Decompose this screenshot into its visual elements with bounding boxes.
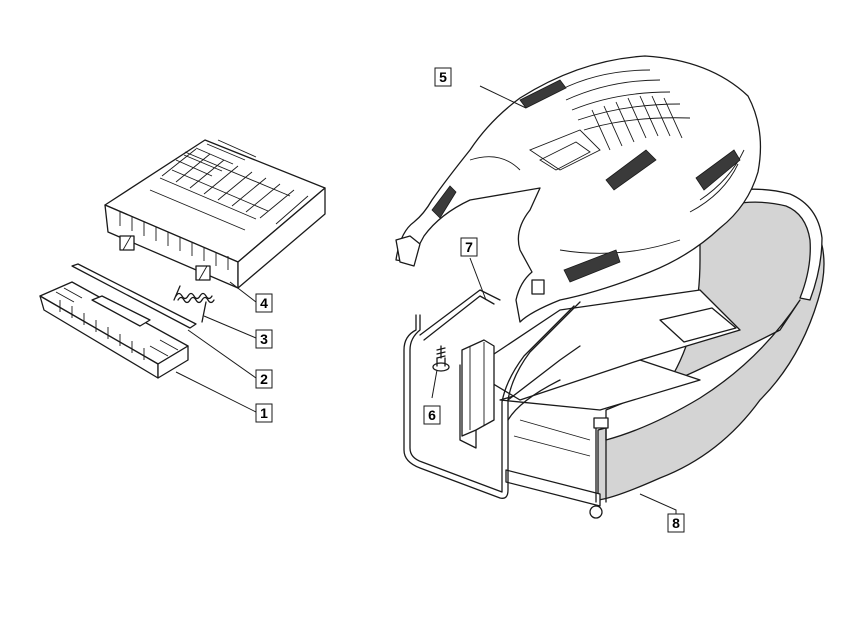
callout-6-label: 6 (428, 407, 436, 423)
part-3-spring (173, 285, 215, 323)
callout-6: 6 (423, 405, 441, 425)
leader-7 (469, 257, 487, 301)
part-2-rod (71, 263, 197, 329)
callout-4-label: 4 (260, 295, 268, 311)
leader-5 (479, 85, 527, 109)
callout-8-label: 8 (672, 515, 680, 531)
leader-2 (187, 329, 257, 379)
leader-3 (203, 315, 257, 339)
callout-1: 1 (255, 403, 273, 423)
callout-7: 7 (460, 237, 478, 257)
callout-4: 4 (255, 293, 273, 313)
leader-4 (229, 281, 257, 303)
part-8-grass-bag (469, 188, 825, 519)
part-7-frame (403, 289, 581, 499)
leader-1 (175, 371, 257, 413)
part-5-bag-top (395, 55, 762, 323)
callout-8: 8 (667, 513, 685, 533)
part-1-flap (39, 281, 189, 379)
callout-7-label: 7 (465, 239, 473, 255)
callout-1-label: 1 (260, 405, 268, 421)
leader-8 (639, 493, 677, 516)
callout-3-label: 3 (260, 331, 268, 347)
callout-2-label: 2 (260, 371, 268, 387)
leader-6 (431, 369, 438, 399)
callout-2: 2 (255, 369, 273, 389)
part-4-cover (104, 139, 326, 289)
callout-3: 3 (255, 329, 273, 349)
callout-5: 5 (434, 67, 452, 87)
part-6-screw (432, 345, 450, 372)
callout-5-label: 5 (439, 69, 447, 85)
leader-lines (175, 85, 677, 516)
